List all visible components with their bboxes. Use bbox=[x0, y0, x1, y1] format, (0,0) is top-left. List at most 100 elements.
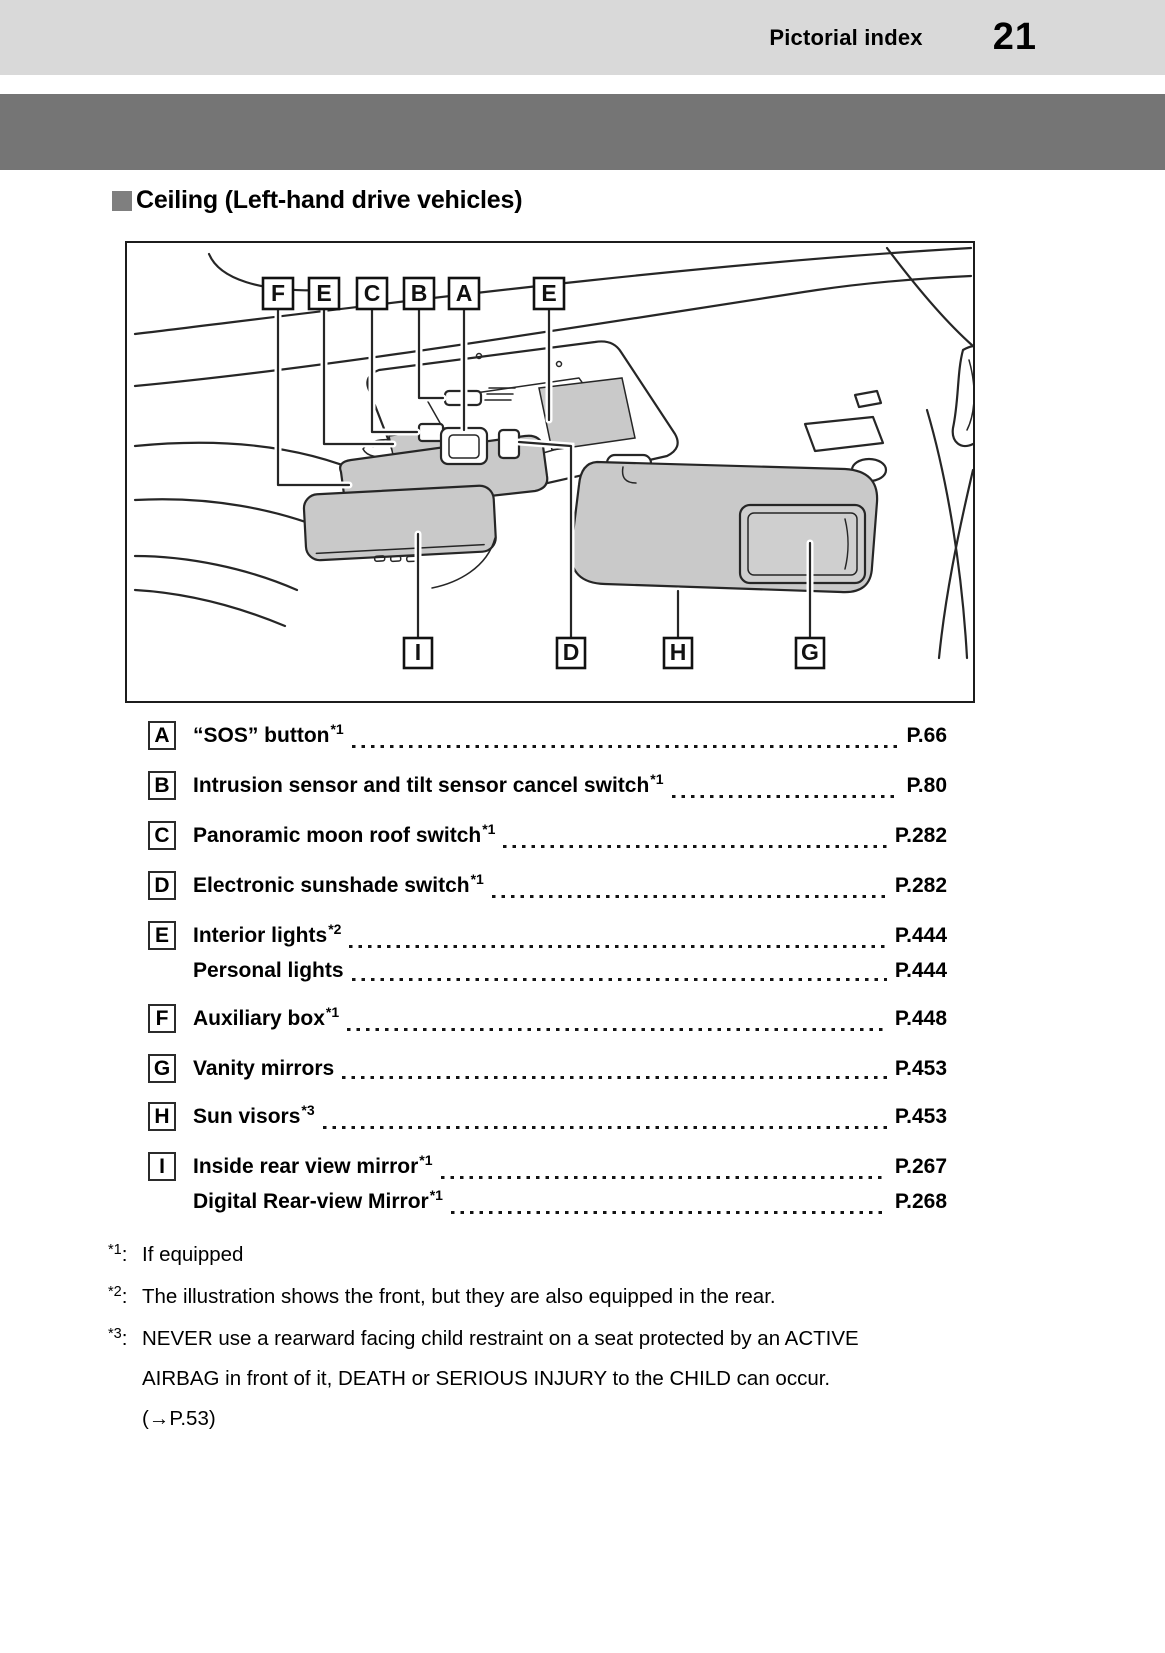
item-letter-badge: I bbox=[148, 1152, 176, 1181]
entry-superscript: *1 bbox=[650, 771, 664, 787]
callout-E-right: E bbox=[541, 280, 556, 306]
pillar-and-grab-handle bbox=[803, 246, 973, 660]
section-title: Ceiling (Left-hand drive vehicles) bbox=[112, 186, 1165, 215]
section-bullet-icon bbox=[112, 190, 132, 211]
index-entry: Panoramic moon roof switch*1 P.282 bbox=[193, 819, 947, 854]
entry-page-ref: P.453 bbox=[894, 1057, 947, 1080]
page-header: Pictorial index 21 bbox=[0, 0, 1165, 75]
entry-page-ref: P.453 bbox=[894, 1105, 947, 1128]
index-item-H: H Sun visors*3 P.453 bbox=[148, 1100, 947, 1135]
sunshade-switch-button bbox=[497, 428, 521, 460]
index-entry: Digital Rear-view Mirror*1 P.268 bbox=[193, 1185, 947, 1220]
item-letter-badge: D bbox=[148, 871, 176, 900]
entry-label: Digital Rear-view Mirror*1 bbox=[193, 1187, 443, 1213]
index-item-G: G Vanity mirrors P.453 bbox=[148, 1052, 947, 1085]
callout-F: F bbox=[271, 280, 285, 306]
item-entries: Panoramic moon roof switch*1 P.282 bbox=[193, 819, 947, 854]
dot-leader bbox=[491, 894, 887, 898]
callout-A: A bbox=[456, 280, 473, 306]
footnote-3: *3: NEVER use a rearward facing child res… bbox=[108, 1319, 1070, 1439]
index-entry: Vanity mirrors P.453 bbox=[193, 1052, 947, 1085]
entry-page-ref: P.282 bbox=[894, 824, 947, 847]
index-item-C: C Panoramic moon roof switch*1 P.282 bbox=[148, 819, 947, 854]
callout-E-left: E bbox=[316, 280, 331, 306]
index-item-A: A “SOS” button*1 P.66 bbox=[148, 719, 947, 754]
entry-superscript: *3 bbox=[301, 1102, 315, 1118]
callout-C: C bbox=[364, 280, 381, 306]
footnote-text: If equipped bbox=[142, 1243, 244, 1266]
entry-page-ref: P.448 bbox=[894, 1007, 947, 1030]
grab-handle bbox=[951, 345, 973, 448]
footnote-1: *1:If equipped bbox=[108, 1235, 1070, 1277]
roof-feature-large bbox=[803, 415, 885, 453]
entry-label: Vanity mirrors bbox=[193, 1057, 335, 1080]
index-entry: “SOS” button*1 P.66 bbox=[193, 719, 947, 754]
entry-label: Panoramic moon roof switch*1 bbox=[193, 821, 496, 847]
footnote-superscript: *1 bbox=[108, 1242, 122, 1258]
item-letter-badge: C bbox=[148, 821, 176, 850]
entry-label: Intrusion sensor and tilt sensor cancel … bbox=[193, 771, 664, 797]
dot-leader bbox=[351, 977, 887, 981]
index-entry: Inside rear view mirror*1 P.267 bbox=[193, 1150, 947, 1185]
callout-G: G bbox=[801, 639, 819, 665]
dot-leader bbox=[503, 844, 887, 848]
item-letter-badge: A bbox=[148, 721, 176, 750]
entry-label: Personal lights bbox=[193, 959, 344, 982]
item-letter-badge: F bbox=[148, 1004, 176, 1033]
callout-boxes: F E C B A E I D H G bbox=[261, 276, 826, 670]
footnote-marker: *3: bbox=[108, 1326, 128, 1350]
entry-superscript: *1 bbox=[470, 871, 484, 887]
entry-superscript: *2 bbox=[328, 921, 342, 937]
entry-page-ref: P.444 bbox=[894, 959, 947, 982]
item-entries: Intrusion sensor and tilt sensor cancel … bbox=[193, 769, 947, 804]
index-entry: Auxiliary box*1 P.448 bbox=[193, 1002, 947, 1037]
item-entries: Sun visors*3 P.453 bbox=[193, 1100, 947, 1135]
entry-label: Interior lights*2 bbox=[193, 921, 342, 947]
entry-label: Sun visors*3 bbox=[193, 1102, 315, 1128]
item-letter-badge: G bbox=[148, 1054, 176, 1083]
entry-page-ref: P.282 bbox=[894, 874, 947, 897]
entry-page-ref: P.267 bbox=[894, 1155, 947, 1178]
moon-roof-switch-button bbox=[417, 422, 445, 443]
item-letter-badge: E bbox=[148, 921, 176, 950]
entry-superscript: *1 bbox=[429, 1187, 443, 1203]
entry-page-ref: P.268 bbox=[894, 1190, 947, 1213]
callout-I: I bbox=[415, 639, 421, 665]
section-title-text: Ceiling (Left-hand drive vehicles) bbox=[136, 186, 523, 214]
dot-leader bbox=[351, 744, 899, 748]
footnote-text: NEVER use a rearward facing child restra… bbox=[142, 1327, 859, 1430]
callout-H: H bbox=[670, 639, 687, 665]
entry-label: Inside rear view mirror*1 bbox=[193, 1152, 433, 1178]
entry-label: Auxiliary box*1 bbox=[193, 1004, 340, 1030]
entry-label: “SOS” button*1 bbox=[193, 721, 344, 747]
dot-leader bbox=[342, 1075, 887, 1079]
entry-page-ref: P.80 bbox=[906, 774, 948, 797]
rearview-mirror bbox=[302, 484, 497, 563]
index-entry: Intrusion sensor and tilt sensor cancel … bbox=[193, 769, 947, 804]
footnote-2: *2:The illustration shows the front, but… bbox=[108, 1277, 1070, 1319]
item-entries: Vanity mirrors P.453 bbox=[193, 1052, 947, 1085]
callout-B: B bbox=[411, 280, 428, 306]
leader-lines bbox=[274, 305, 814, 642]
roof-feature-small bbox=[853, 389, 883, 409]
dot-leader bbox=[440, 1175, 887, 1179]
item-letter-badge: H bbox=[148, 1102, 176, 1131]
entry-page-ref: P.66 bbox=[906, 724, 948, 747]
header-title: Pictorial index bbox=[769, 24, 923, 50]
footnote-superscript: *2 bbox=[108, 1284, 122, 1300]
dot-leader bbox=[322, 1125, 887, 1129]
item-entries: Auxiliary box*1 P.448 bbox=[193, 1002, 947, 1037]
footnote-superscript: *3 bbox=[108, 1326, 122, 1342]
dot-leader bbox=[450, 1210, 887, 1214]
sun-visor bbox=[569, 453, 888, 594]
entry-superscript: *1 bbox=[330, 721, 344, 737]
ceiling-diagram-svg: F E C B A E I D H G bbox=[133, 246, 973, 670]
